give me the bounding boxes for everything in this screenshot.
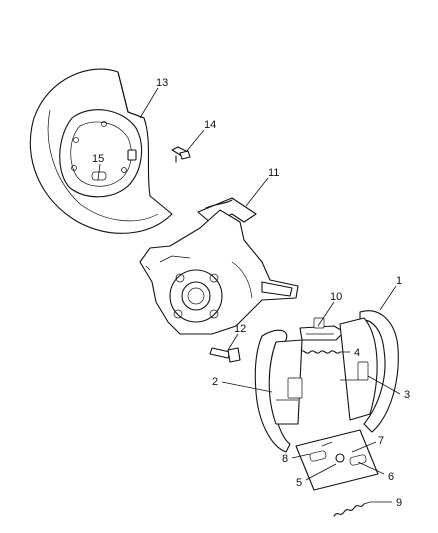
callout-5: 5 (296, 477, 302, 489)
callout-2: 2 (212, 376, 218, 388)
brake-shoe-right (339, 310, 399, 433)
brake-shoe-left (254, 329, 303, 453)
callout-14: 14 (204, 119, 216, 131)
callout-8: 8 (282, 453, 288, 465)
callout-3: 3 (404, 389, 410, 401)
callout-13: 13 (156, 77, 168, 89)
upper-spring (296, 350, 341, 354)
support-plate (139, 209, 299, 335)
callout-6: 6 (388, 471, 394, 483)
callout-11: 11 (268, 167, 279, 179)
callout-4: 4 (354, 347, 360, 359)
callout-15: 15 (92, 153, 104, 165)
leader-lines (97, 87, 401, 503)
hardware-kit (295, 429, 379, 491)
callout-labels: 1 2 3 4 5 6 7 8 9 10 11 12 13 14 15 (92, 77, 410, 509)
callout-1: 1 (396, 275, 402, 287)
bolt-12 (209, 347, 241, 363)
lower-spring (333, 501, 371, 517)
splash-shield (29, 68, 173, 234)
callout-10: 10 (330, 291, 342, 303)
callout-9: 9 (396, 497, 402, 509)
callout-7: 7 (378, 435, 384, 447)
adjuster (299, 317, 345, 341)
bolt-14 (171, 146, 191, 163)
callout-12: 12 (234, 323, 246, 335)
